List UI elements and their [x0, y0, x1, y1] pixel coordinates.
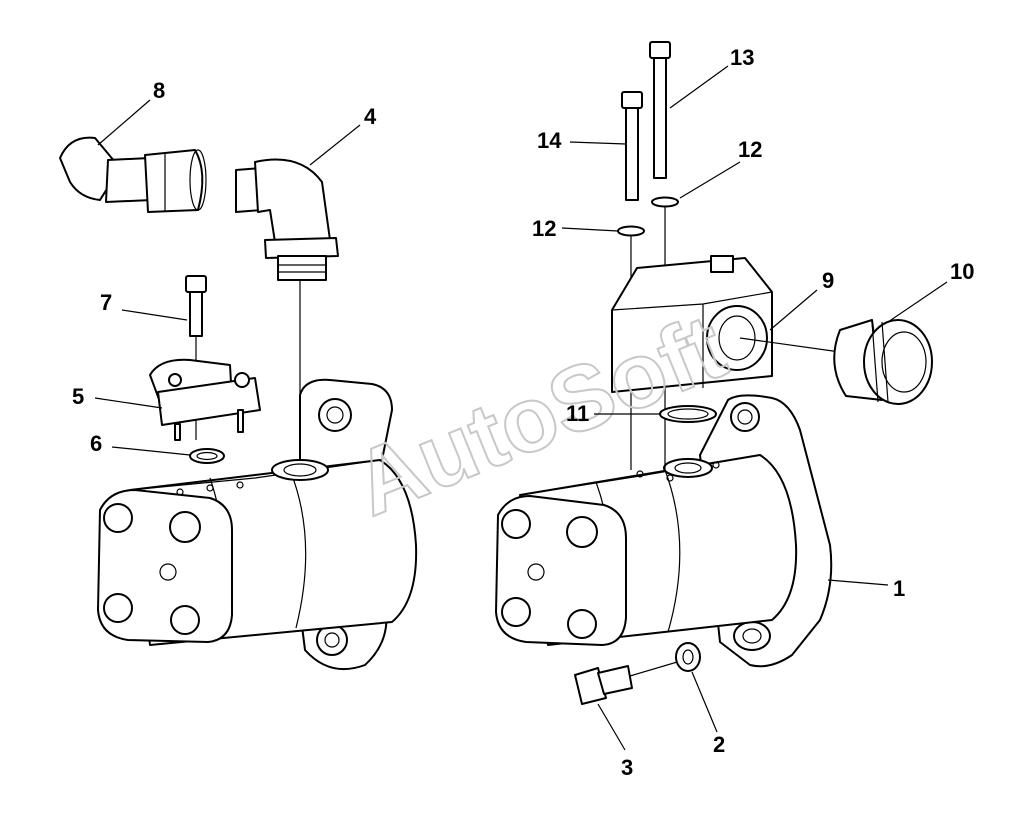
- callout-5: 5: [72, 384, 84, 409]
- callout-13: 13: [730, 45, 754, 70]
- part-4-elbow-fitting: [235, 158, 339, 281]
- callout-12-upper: 12: [738, 137, 762, 162]
- callout-9: 9: [822, 268, 834, 293]
- callout-3: 3: [621, 755, 633, 780]
- part-5-block: [149, 358, 261, 441]
- part-9-manifold-block: [611, 255, 773, 393]
- part-10-adapter: [833, 319, 933, 405]
- left-top-port: [271, 459, 329, 481]
- callout-4: 4: [364, 104, 377, 129]
- part-13-screw: [649, 41, 671, 179]
- callout-leaders: [94, 65, 948, 751]
- callout-6: 6: [90, 431, 102, 456]
- callout-11: 11: [566, 401, 589, 426]
- left-pump-assembly: [97, 378, 418, 671]
- callout-8: 8: [153, 78, 165, 103]
- left-cover-bolt: [103, 503, 133, 533]
- callout-1: 1: [893, 576, 905, 601]
- right-top-port: [663, 458, 713, 478]
- part-7-screw: [185, 275, 207, 337]
- part-12-washer-lower: [617, 225, 645, 237]
- callout-2: 2: [713, 732, 725, 757]
- callout-14: 14: [537, 128, 562, 153]
- part-14-screw: [621, 91, 643, 201]
- callout-10: 10: [950, 259, 974, 284]
- part-12-washer-upper: [651, 196, 679, 208]
- part-6-o-ring: [189, 448, 225, 464]
- part-3-bolt: [574, 665, 633, 705]
- right-pump-assembly: [495, 394, 833, 668]
- part-2-washer: [675, 642, 701, 672]
- callout-12-lower: 12: [532, 216, 556, 241]
- left-flange-hole: [318, 398, 352, 432]
- part-8-angled-fitting: [59, 136, 207, 213]
- callout-7: 7: [100, 290, 112, 315]
